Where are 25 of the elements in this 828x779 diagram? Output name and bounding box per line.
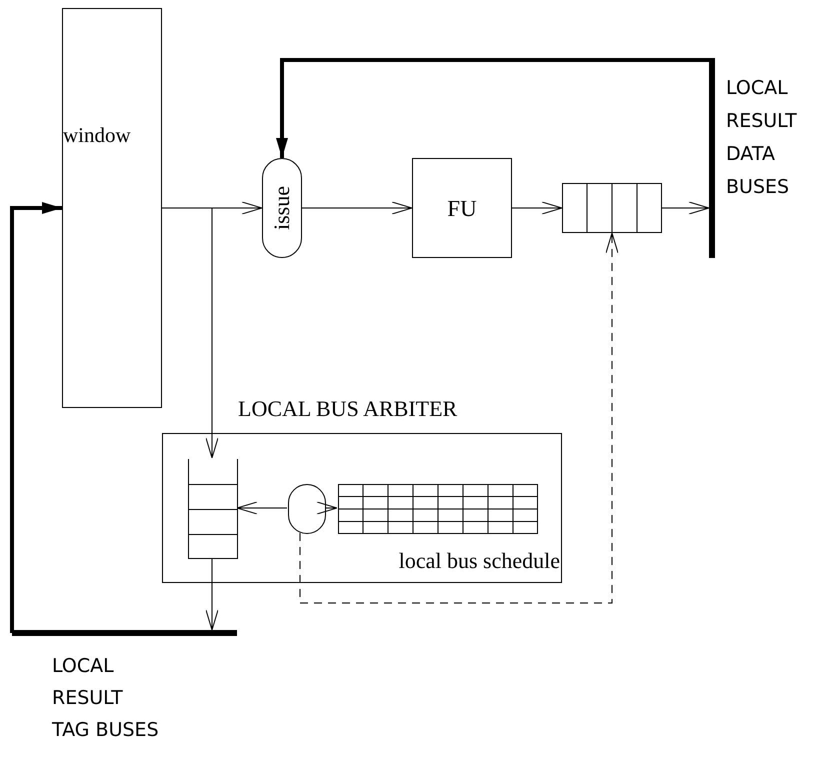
bus-label: LOCAL RESULT TAG BUSES — [52, 654, 160, 743]
bus-label: local bus schedule — [398, 547, 560, 575]
arrow — [162, 208, 218, 458]
schedule-grid — [338, 484, 538, 534]
window-box — [62, 8, 162, 408]
box-label: issue — [271, 186, 293, 230]
arrow — [302, 202, 412, 214]
group-title: LOCAL BUS ARBITER — [238, 398, 458, 420]
arrow — [206, 558, 218, 630]
box-label: FU — [447, 196, 477, 220]
bus-label: LOCAL RESULT DATA BUSES — [726, 76, 798, 200]
box-label: window — [63, 125, 131, 146]
functional-unit-box — [412, 158, 512, 258]
arrow — [300, 232, 618, 604]
arrow — [512, 202, 562, 214]
output-buffer — [562, 183, 662, 233]
tag-bus-bar — [12, 630, 237, 636]
arrow — [316, 502, 338, 514]
arrow — [10, 202, 62, 633]
issue-rounded-box — [262, 158, 302, 258]
arrow — [662, 202, 710, 214]
queue-buffer — [188, 459, 238, 559]
oval-controller — [288, 484, 326, 534]
arrow — [236, 502, 288, 514]
data-bus-bar — [709, 58, 715, 258]
